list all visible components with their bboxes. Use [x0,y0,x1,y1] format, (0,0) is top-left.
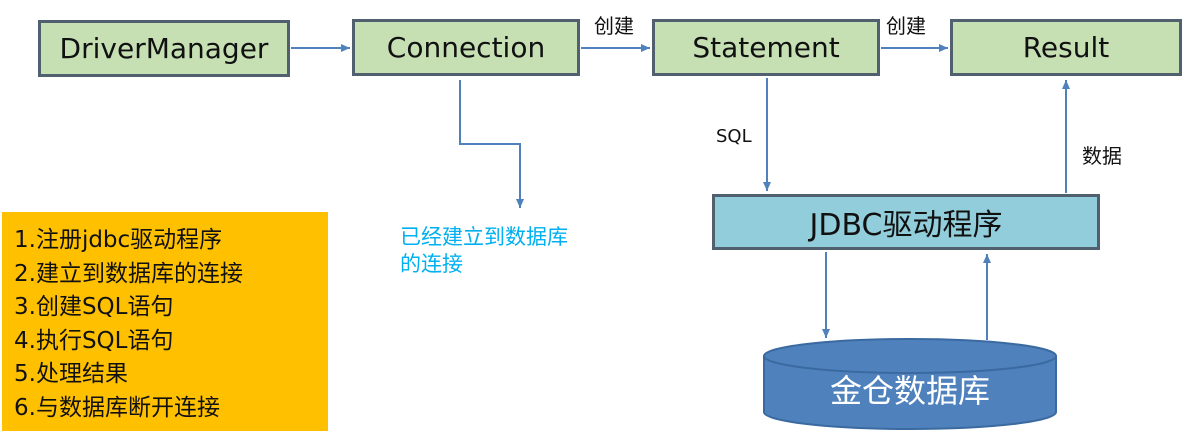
edge-label-create-statement: 创建 [594,14,634,38]
step-item: 3.创建SQL语句 [14,294,174,320]
steps-box: 1.注册jdbc驱动程序 2.建立到数据库的连接 3.创建SQL语句 4.执行S… [2,212,328,431]
driver-manager-node: DriverManager [38,20,290,77]
annotation-line-1: 已经建立到数据库 [400,225,568,249]
edge-label-create-result: 创建 [886,14,926,38]
step-item: 5.处理结果 [14,361,128,387]
database-label: 金仓数据库 [829,372,990,410]
connection-label: Connection [386,31,546,64]
jdbc-driver-label: JDBC驱动程序 [809,208,1003,243]
driver-manager-label: DriverManager [59,32,269,65]
connection-node: Connection [352,19,580,76]
annotation-line-2: 的连接 [400,252,463,276]
step-item: 1.注册jdbc驱动程序 [14,227,223,253]
edge-label-data: 数据 [1082,144,1122,168]
statement-label: Statement [692,31,840,64]
database-cylinder-icon [763,338,1057,430]
arrow-connection-to-annotation [459,80,524,208]
result-node: Result [950,19,1182,76]
edge-label-sql: SQL [716,126,752,147]
step-item: 6.与数据库断开连接 [14,394,220,421]
result-label: Result [1022,31,1110,64]
statement-node: Statement [652,19,880,76]
connection-annotation: 已经建立到数据库 的连接 [400,224,568,278]
step-item: 4.执行SQL语句 [14,327,174,354]
step-item: 2.建立到数据库的连接 [14,260,243,287]
jdbc-driver-node: JDBC驱动程序 [712,194,1100,250]
